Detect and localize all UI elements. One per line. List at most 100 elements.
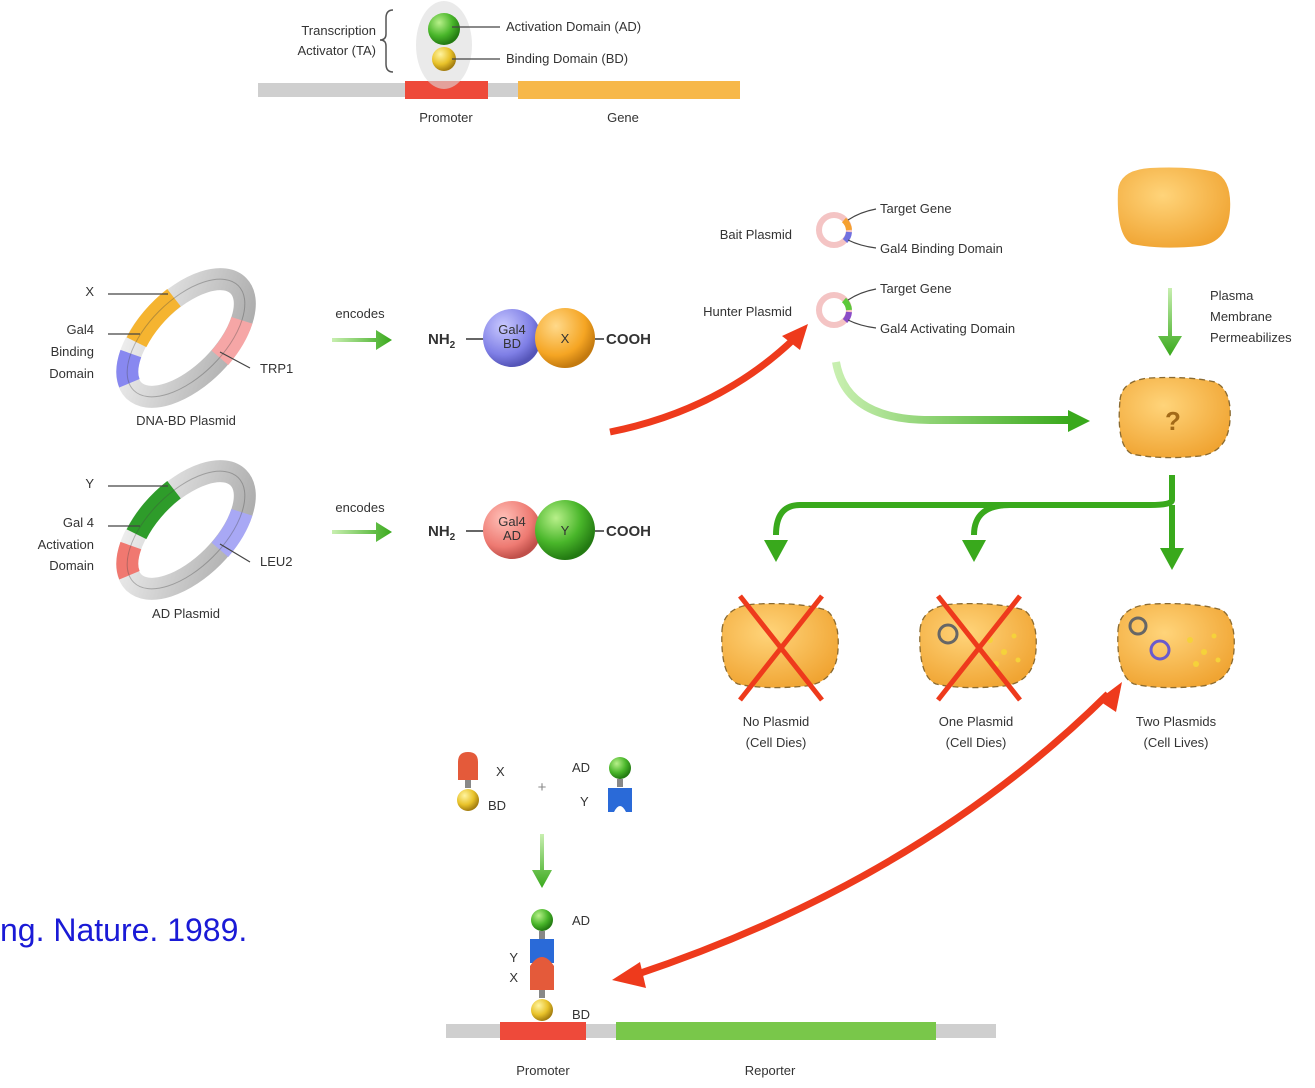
gal4-bd-domain-line2: BD [503, 336, 521, 351]
gal4-ad-domain [483, 501, 541, 559]
plasmid-icon [937, 623, 959, 645]
leu2-label: LEU2 [260, 554, 293, 569]
encodes-label: encodes [335, 500, 385, 515]
gal4-label-line1: Gal4 [67, 322, 94, 337]
y-protein-shape [608, 788, 632, 812]
x-label: X [496, 764, 505, 779]
trp1-label: TRP1 [260, 361, 293, 376]
gal4-ad-segment [116, 541, 142, 580]
x-fusion-label: X [561, 331, 570, 346]
gal4-label-line2: Binding [51, 344, 94, 359]
y-label-top: Y [580, 794, 589, 809]
cooh-label: COOH [606, 331, 651, 348]
ad-plasmid: Y Gal 4 Activation Domain LEU2 AD Plasmi… [38, 460, 651, 621]
plasmid-icon [1149, 639, 1171, 661]
promoter-label: Promoter [419, 110, 473, 125]
stack-x-label: X [509, 970, 518, 985]
x-gene-segment [126, 289, 181, 348]
bait-hunter-plasmids: Bait Plasmid Hunter Plasmid Target Gene … [703, 201, 1015, 336]
y-label: Y [85, 476, 94, 491]
x-fusion-domain [535, 308, 595, 368]
gal4-bd-domain [483, 309, 541, 367]
outcome-two-plasmids: Two Plasmids (Cell Lives) [1117, 602, 1235, 750]
promoter-segment [500, 1022, 586, 1040]
outcome-no-plasmid: No Plasmid (Cell Dies) [721, 594, 839, 750]
two-plasmids-line2: (Cell Lives) [1143, 735, 1208, 750]
x-protein-shape [458, 752, 478, 780]
gal4-ad-domain-line2: AD [503, 528, 521, 543]
gal4-bd-segment [116, 349, 142, 388]
plus-label: + [538, 779, 547, 796]
ta-label-line1: Transcription [301, 23, 376, 38]
bd-sphere [531, 999, 553, 1021]
reporter-label: Reporter [745, 1063, 796, 1078]
outcome-one-plasmid: One Plasmid (Cell Dies) [919, 594, 1037, 750]
bd-label: Binding Domain (BD) [506, 51, 628, 66]
interaction-diagram: X BD + AD Y AD Y X BD Promoter Reporter [446, 752, 996, 1078]
bait-plasmid-label: Bait Plasmid [720, 227, 792, 242]
ad-sphere [609, 757, 631, 779]
y-fusion-label: Y [561, 523, 570, 538]
gal4-ad-domain-line1: Gal4 [498, 514, 525, 529]
dna-bd-plasmid: X Gal4 Binding Domain TRP1 DNA-BD Plasmi… [49, 268, 651, 428]
ad-plasmid-caption: AD Plasmid [152, 606, 220, 621]
plasma-label-line2: Membrane [1210, 309, 1272, 324]
red-double-arrow [633, 691, 1111, 979]
binding-domain-sphere [432, 47, 456, 71]
hunter-target-gene-label: Target Gene [880, 281, 952, 296]
permeabilize-arrow [1158, 288, 1182, 356]
dna-bd-plasmid-caption: DNA-BD Plasmid [136, 413, 236, 428]
red-arrow-to-hunter [609, 335, 798, 436]
encodes-arrow [332, 330, 392, 350]
hunter-activating-domain-label: Gal4 Activating Domain [880, 321, 1015, 336]
plasma-label-line3: Permeabilizes [1210, 330, 1292, 345]
citation-text: ng. Nature. 1989. [0, 912, 248, 948]
ta-brace [379, 9, 394, 73]
plasmid-icon [1128, 616, 1148, 636]
yeast-cell-top: Plasma Membrane Permeabilizes ? [1117, 167, 1292, 459]
gene-segment [518, 81, 740, 99]
branching-arrows [764, 475, 1184, 570]
two-plasmids-line1: Two Plasmids [1136, 714, 1217, 729]
x-protein [530, 957, 554, 990]
stack-y-label: Y [509, 950, 518, 965]
no-plasmid-line2: (Cell Dies) [746, 735, 807, 750]
nh2-label: NH2 [428, 523, 456, 543]
cooh-label: COOH [606, 523, 651, 540]
question-mark: ? [1165, 406, 1181, 436]
ad-label-top: AD [572, 760, 590, 775]
permeabilized-cell [1118, 376, 1231, 459]
promoter-segment [405, 81, 488, 99]
combine-arrow [532, 834, 552, 888]
hunter-plasmid-label: Hunter Plasmid [703, 304, 792, 319]
no-plasmid-line1: No Plasmid [743, 714, 809, 729]
intact-cell [1117, 167, 1231, 248]
one-plasmid-line2: (Cell Dies) [946, 735, 1007, 750]
ad-sphere [531, 909, 553, 931]
gal4-ad-label-line3: Domain [49, 558, 94, 573]
gene-label: Gene [607, 110, 639, 125]
leu2-segment [211, 508, 253, 557]
gal4-label-line3: Domain [49, 366, 94, 381]
bd-sphere [457, 789, 479, 811]
promoter-label-bottom: Promoter [516, 1063, 570, 1078]
transform-arrow [832, 361, 1070, 424]
stack-bd-label: BD [572, 1007, 590, 1022]
x-label: X [85, 284, 94, 299]
gal4-ad-label-line2: Activation [38, 537, 94, 552]
activation-domain-sphere [428, 13, 460, 45]
bait-binding-domain-label: Gal4 Binding Domain [880, 241, 1003, 256]
nh2-label: NH2 [428, 331, 456, 351]
plasma-label-line1: Plasma [1210, 288, 1254, 303]
bd-label: BD [488, 798, 506, 813]
one-plasmid-line1: One Plasmid [939, 714, 1013, 729]
transcription-activator-diagram: Transcription Activator (TA) Activation … [258, 1, 740, 125]
stack-ad-label: AD [572, 913, 590, 928]
ad-label: Activation Domain (AD) [506, 19, 641, 34]
encodes-arrow [332, 522, 392, 542]
y-fusion-domain [535, 500, 595, 560]
bait-target-gene-label: Target Gene [880, 201, 952, 216]
trp1-segment [211, 316, 253, 365]
